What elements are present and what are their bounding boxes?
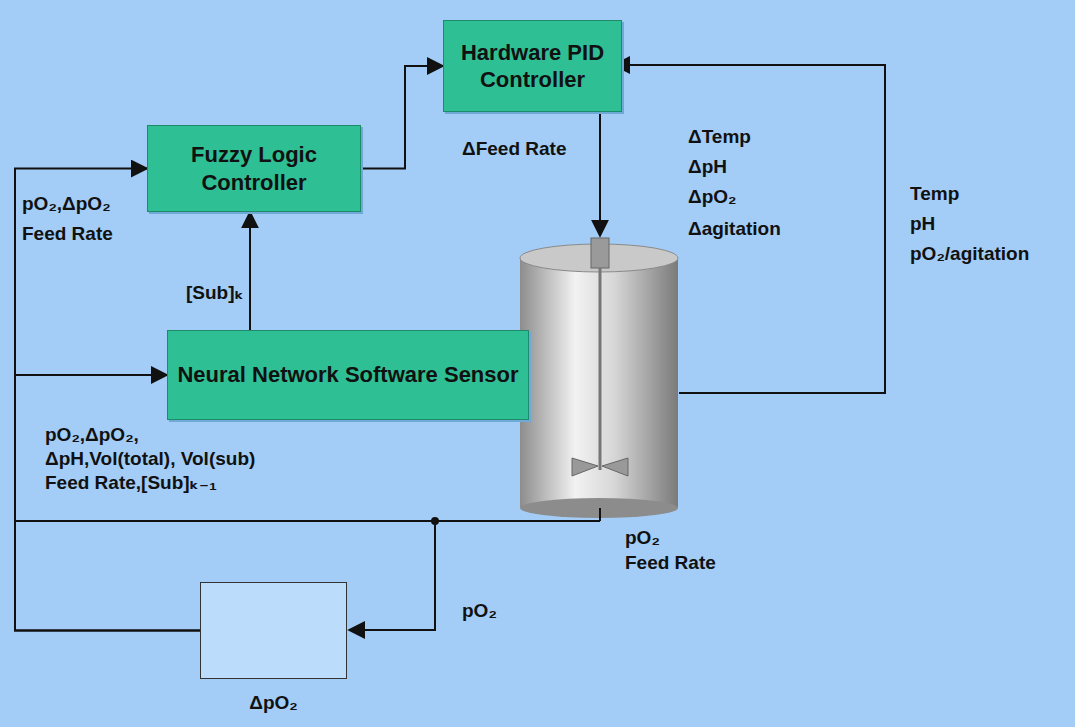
feedback-line [614, 65, 885, 393]
box-label: Fuzzy Logic Controller [148, 141, 360, 196]
signal-label: pO₂/agitation [910, 243, 1029, 266]
signal-label: Temp [910, 183, 959, 206]
signal-label: ΔpO₂ [688, 186, 736, 209]
measurement-line [15, 520, 600, 522]
fermenter-vessel [520, 238, 678, 521]
signal-label: pO₂ [625, 527, 660, 550]
signal-label: ΔTemp [688, 126, 751, 149]
connector-label: [Sub]ₖ [186, 282, 244, 305]
box-label: Neural Network Software Sensor [169, 361, 526, 389]
control-line [599, 113, 601, 236]
measurement-branch [349, 521, 435, 630]
junction-dot [431, 517, 439, 525]
signal-label: ΔpH [688, 156, 727, 179]
signal-plot: ΔpO₂ [200, 582, 347, 679]
signal-label: pO₂,ΔpO₂, [45, 424, 139, 447]
process-box: Fuzzy Logic Controller [147, 125, 361, 212]
signal-label: pH [910, 213, 935, 236]
signal-label: Feed Rate [22, 223, 113, 246]
connector-label: ΔFeed Rate [462, 138, 566, 161]
signal-label: pO₂,ΔpO₂ [22, 193, 111, 216]
process-box: Hardware PID Controller [443, 20, 622, 112]
signal-label: pO₂ [462, 600, 497, 623]
signal-label: Δagitation [688, 218, 781, 241]
signal-label: Feed Rate,[Sub]ₖ₋₁ [45, 472, 217, 495]
plot-caption: ΔpO₂ [181, 692, 366, 714]
signal-label: ΔpH,Vol(total), Vol(sub) [45, 448, 255, 471]
connector [249, 212, 251, 330]
signal-label: Feed Rate [625, 552, 716, 575]
box-label: Hardware PID Controller [444, 39, 621, 94]
process-box: Neural Network Software Sensor [167, 330, 529, 420]
connector [361, 66, 443, 169]
